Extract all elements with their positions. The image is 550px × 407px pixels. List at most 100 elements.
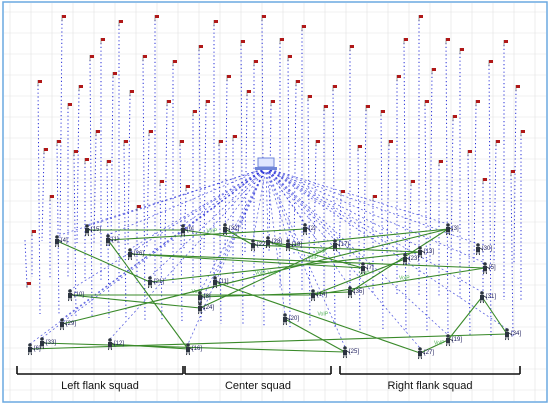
flag-icon [198,45,203,51]
soldier-icon [303,223,311,236]
flag-icon [279,38,284,44]
right-squad-label: Right flank squad [388,380,473,392]
voip-link-label: VoIP [399,276,410,282]
flag-icon [166,100,171,106]
soldier-icon [446,223,454,236]
squad-brackets: Left flank squad Center squad Right flan… [16,366,521,392]
flag-icon [129,90,134,96]
soldier-label: [3] [452,226,459,232]
flag-icon [232,135,237,141]
voip-link-label: VoIP [192,289,203,295]
flag-icon [154,15,159,21]
flag-icon [357,145,362,151]
flag-icon [106,160,111,166]
voip-link [287,228,449,246]
soldier-label: [4] [61,238,68,244]
soldier-icon [106,234,114,247]
flag-icon [323,105,328,111]
soldier-label: [28] [272,239,282,245]
flag-icon [95,130,100,136]
flag-icon [307,95,312,101]
soldier-label: [19] [452,337,462,343]
soldier-label: [8] [204,294,211,300]
flag-icon [73,150,78,156]
soldier-icon [480,291,488,304]
flag-icon [118,20,123,26]
soldier-icon [213,276,221,289]
flag-icon [261,15,266,21]
soldier-icon [128,248,136,261]
soldier-icon [418,347,426,360]
flag-icon [332,85,337,91]
soldier-icon [28,343,36,356]
soldier-icon [55,235,63,248]
soldier-icon [223,223,231,236]
voip-link-label: VoIP [318,312,329,318]
right-squad-bracket [339,366,521,375]
voip-link-label: VoIP [308,255,319,261]
flag-icon [482,178,487,184]
soldier-icon [198,302,206,315]
voip-link-label: VoIP [268,271,279,277]
soldier-icon [418,246,426,259]
voip-link [214,281,421,354]
base-station-icon [255,157,277,170]
flag-icon [510,170,515,176]
flag-icon [349,45,354,51]
soldier-label: [9] [187,227,194,233]
flag-icon [61,15,66,21]
waypoint-flags [26,15,525,288]
soldier-icon [251,239,259,252]
flag-icon [123,140,128,146]
voip-link [41,342,346,353]
soldier-icon [68,289,76,302]
soldier-label: [33] [46,340,56,346]
soldier-icon [343,346,351,359]
flag-icon [270,100,275,106]
flag-icon [488,60,493,66]
flag-icon [213,20,218,26]
voip-link [481,296,508,335]
flag-icon [410,180,415,186]
soldier-label: [25] [349,349,359,355]
voip-link-label: VoIP [207,229,218,235]
soldier-label: [30] [482,246,492,252]
soldier-label: [13] [424,249,434,255]
soldier-label: [6] [34,346,41,352]
soldier-icon [283,313,291,326]
voip-link-label: VoIP [316,249,327,255]
flag-icon [218,140,223,146]
soldier-label: [18] [292,242,302,248]
soldier-label: [11] [219,279,229,285]
soldier-label: [23] [409,256,419,262]
voip-link [129,253,364,269]
soldier-icon [108,338,116,351]
soldier-icon [60,318,68,331]
soldier-icon [483,262,491,275]
voip-link [129,253,486,269]
soldier-label: [7] [367,265,374,271]
soldier-label: [34] [511,331,521,337]
voip-link-label: VoIP [255,271,266,277]
soldiers: [1][2][3][4][5][6][7][8][9][10][11][12][… [28,223,521,360]
soldier-label: [20] [289,316,299,322]
voip-link [284,318,346,353]
flag-icon [445,38,450,44]
flag-icon [403,38,408,44]
soldier-icon [198,291,206,304]
soldier-label: [5] [489,265,496,271]
flag-icon [192,110,197,116]
soldier-icon [476,243,484,256]
flag-icon [78,85,83,91]
flag-icon [495,140,500,146]
flag-icon [365,105,370,111]
flag-icon [56,140,61,146]
flag-icon [301,25,306,31]
soldier-icon [186,343,194,356]
soldier-label: [22] [257,242,267,248]
voip-link [419,339,449,354]
soldier-icon [148,276,156,289]
flag-icon [396,75,401,81]
